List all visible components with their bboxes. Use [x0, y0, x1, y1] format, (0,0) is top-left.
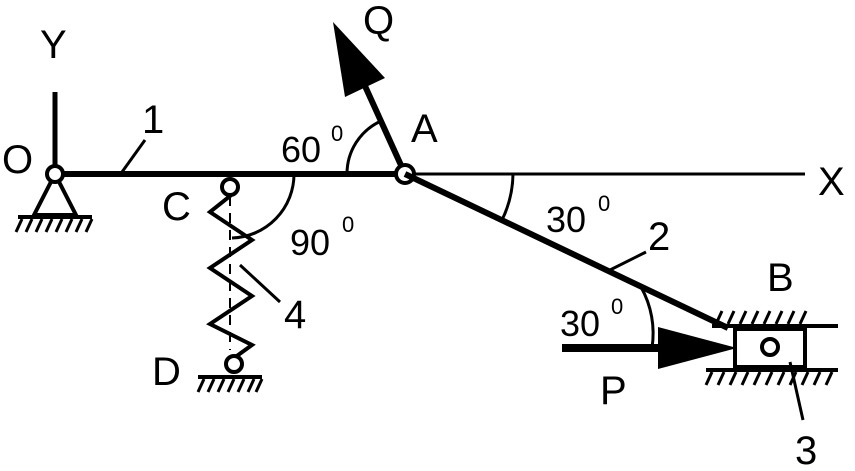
link-1-leader — [120, 139, 147, 173]
force-q-arrowhead — [333, 22, 385, 97]
point-a-label: A — [411, 107, 438, 151]
point-c-label: C — [162, 185, 191, 229]
angle-60-degree: 0 — [331, 121, 343, 146]
force-p-label: P — [600, 369, 627, 413]
angle-arc-30-b — [639, 286, 655, 349]
slider-3-leader — [788, 361, 805, 421]
point-b-label: B — [767, 256, 794, 300]
point-d-label: D — [152, 350, 181, 394]
angle-30-a-value: 30 — [546, 199, 586, 240]
force-p-arrowhead — [658, 327, 737, 369]
link-1-label: 1 — [142, 98, 164, 142]
slider-block-3 — [733, 327, 807, 369]
angle-60-value: 60 — [281, 129, 321, 170]
slider-3-label: 3 — [795, 429, 817, 471]
angle-30-b-value: 30 — [560, 303, 600, 344]
link-2 — [403, 171, 730, 331]
link-2-leader — [609, 250, 647, 272]
joint-d — [224, 354, 244, 374]
slider-guide-top — [712, 310, 838, 328]
force-q-shaft — [357, 73, 408, 176]
angle-arc-30-a — [500, 173, 515, 221]
joint-o — [45, 164, 65, 184]
pin-support-o — [14, 169, 94, 233]
angle-90-degree: 0 — [342, 212, 354, 237]
angle-30-b-degree: 0 — [611, 294, 623, 319]
angle-30-a-degree: 0 — [598, 191, 610, 216]
link-2-label: 2 — [648, 215, 670, 259]
spring-4-label: 4 — [284, 293, 306, 337]
slider-guide-bottom — [704, 368, 838, 386]
spring-4 — [206, 188, 256, 360]
angle-arc-60 — [345, 119, 382, 175]
joint-c — [220, 177, 240, 197]
angle-90-value: 90 — [290, 222, 330, 263]
joint-b — [760, 337, 780, 357]
y-axis-label: Y — [40, 23, 67, 67]
spring-4-leader — [238, 263, 282, 304]
x-axis-label: X — [818, 160, 845, 204]
angle-arc-90 — [231, 173, 296, 240]
force-q-label: Q — [363, 0, 394, 43]
ground-d — [196, 375, 264, 393]
origin-label: O — [2, 138, 33, 182]
